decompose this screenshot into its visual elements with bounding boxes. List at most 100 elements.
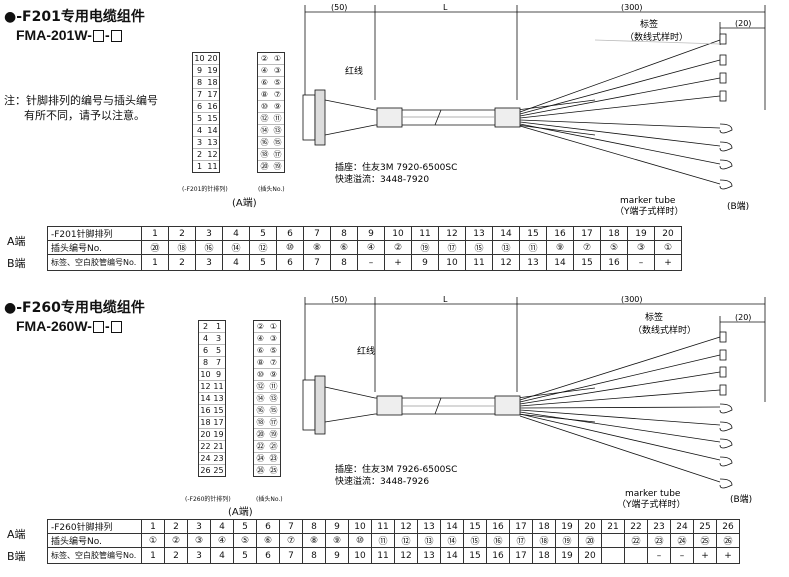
table-cell: ⑮ bbox=[463, 533, 487, 548]
table-cell: + bbox=[654, 254, 682, 271]
table-cell: 14 bbox=[440, 547, 464, 564]
pin-cell: ⑥ bbox=[260, 78, 269, 87]
pin-cell: ⑳ bbox=[260, 162, 269, 171]
table-cell: 6 bbox=[276, 254, 304, 271]
pin-cell: ⑳ bbox=[256, 430, 265, 439]
table-cell: 3 bbox=[187, 547, 211, 564]
dim-50: (50) bbox=[331, 3, 347, 12]
table-cell: 2 bbox=[168, 254, 196, 271]
pin-cell: ⑬ bbox=[269, 394, 278, 403]
table-cell: – bbox=[357, 254, 385, 271]
table-cell: 12 bbox=[438, 226, 466, 241]
dim-50: (50) bbox=[331, 295, 347, 304]
pin-cell: ⑮ bbox=[269, 406, 278, 415]
dim-20: (20) bbox=[735, 313, 751, 322]
b-end-cell: B端 bbox=[7, 549, 26, 563]
table-cell: 17 bbox=[509, 547, 533, 564]
table-cell: 10 bbox=[348, 547, 372, 564]
table-cell bbox=[624, 547, 648, 564]
table-cell: ⑲ bbox=[411, 240, 439, 255]
pin-cell: ㉕ bbox=[269, 466, 278, 475]
table-cell: ⑤ bbox=[233, 533, 257, 548]
table-cell: 4 bbox=[210, 519, 234, 534]
dim-300: (300) bbox=[621, 295, 643, 304]
pin-cell: 18 bbox=[200, 418, 211, 427]
section1-title: ●-F201专用电缆组件 bbox=[4, 9, 145, 25]
pin-cell: 10 bbox=[194, 54, 205, 63]
pin-cell: 20 bbox=[207, 54, 218, 63]
model-placeholder-box bbox=[92, 30, 104, 43]
model-placeholder-box bbox=[92, 321, 104, 334]
pin-cell: ⑭ bbox=[256, 394, 265, 403]
table-cell: 5 bbox=[249, 226, 277, 241]
pin-cell: 1 bbox=[196, 162, 203, 171]
pin-cell: ⑧ bbox=[256, 358, 265, 367]
table-cell: ⑩ bbox=[276, 240, 304, 255]
model-placeholder-box bbox=[110, 321, 122, 334]
table-cell: 5 bbox=[249, 254, 277, 271]
table-cell: ⑧ bbox=[303, 240, 331, 255]
row-header: -F260针脚排列 bbox=[47, 519, 142, 534]
table-cell: ⑥ bbox=[330, 240, 358, 255]
pin-cell: ⑤ bbox=[273, 78, 282, 87]
pin-cell: 9 bbox=[196, 66, 203, 75]
table-cell: 12 bbox=[394, 547, 418, 564]
table-cell: ㉔ bbox=[670, 533, 694, 548]
pin-cell: 12 bbox=[207, 150, 218, 159]
cable-diagram-2: (50) L (300) (20) 红线 插座：住友3M 7926-6500SC… bbox=[302, 295, 766, 510]
table-cell: ③ bbox=[627, 240, 655, 255]
pin-cell: ㉖ bbox=[256, 466, 265, 475]
table-cell: 22 bbox=[624, 519, 648, 534]
table-cell: ⑪ bbox=[519, 240, 547, 255]
pin-cell: 23 bbox=[213, 454, 224, 463]
pin-cell: ㉔ bbox=[256, 454, 265, 463]
table-cell: 5 bbox=[233, 547, 257, 564]
pin-cell: ㉓ bbox=[269, 454, 278, 463]
table-cell: 13 bbox=[519, 254, 547, 271]
table-cell: ⑬ bbox=[417, 533, 441, 548]
pin-note: 注：针脚排列的编号与插头编号 有所不同，请予以注意。 bbox=[4, 94, 158, 122]
table-cell: ⑤ bbox=[600, 240, 628, 255]
table-cell: 7 bbox=[279, 519, 303, 534]
socket-label: 插座：住友3M 7920-6500SC bbox=[335, 161, 457, 173]
pin-cell: 5 bbox=[215, 346, 222, 355]
pin-cell: ⑱ bbox=[260, 150, 269, 159]
dim-L: L bbox=[443, 3, 448, 12]
section1-model: FMA-201W-- bbox=[16, 27, 123, 43]
a-end-cell: A端 bbox=[7, 234, 26, 248]
pin-cell: ⑮ bbox=[273, 138, 282, 147]
table-cell: ⑫ bbox=[394, 533, 418, 548]
table-cell: ⑫ bbox=[249, 240, 277, 255]
cable-diagram-1: (50) L (300) (20) 红线 插座：住友3M 7920-6500SC… bbox=[302, 3, 766, 215]
table-cell: 1 bbox=[141, 547, 165, 564]
pin-cell: ⑨ bbox=[273, 102, 282, 111]
table-cell: 23 bbox=[647, 519, 671, 534]
pin-cell: ⑯ bbox=[260, 138, 269, 147]
table-cell: 13 bbox=[465, 226, 493, 241]
table-cell: 7 bbox=[303, 226, 331, 241]
table-cell: 9 bbox=[411, 254, 439, 271]
table-cell: ⑦ bbox=[573, 240, 601, 255]
dim-L: L bbox=[443, 295, 448, 304]
table-cell: ⑱ bbox=[168, 240, 196, 255]
table-cell: 1 bbox=[141, 254, 169, 271]
pin-cell: 15 bbox=[207, 114, 218, 123]
pin-cell: 2 bbox=[196, 150, 203, 159]
